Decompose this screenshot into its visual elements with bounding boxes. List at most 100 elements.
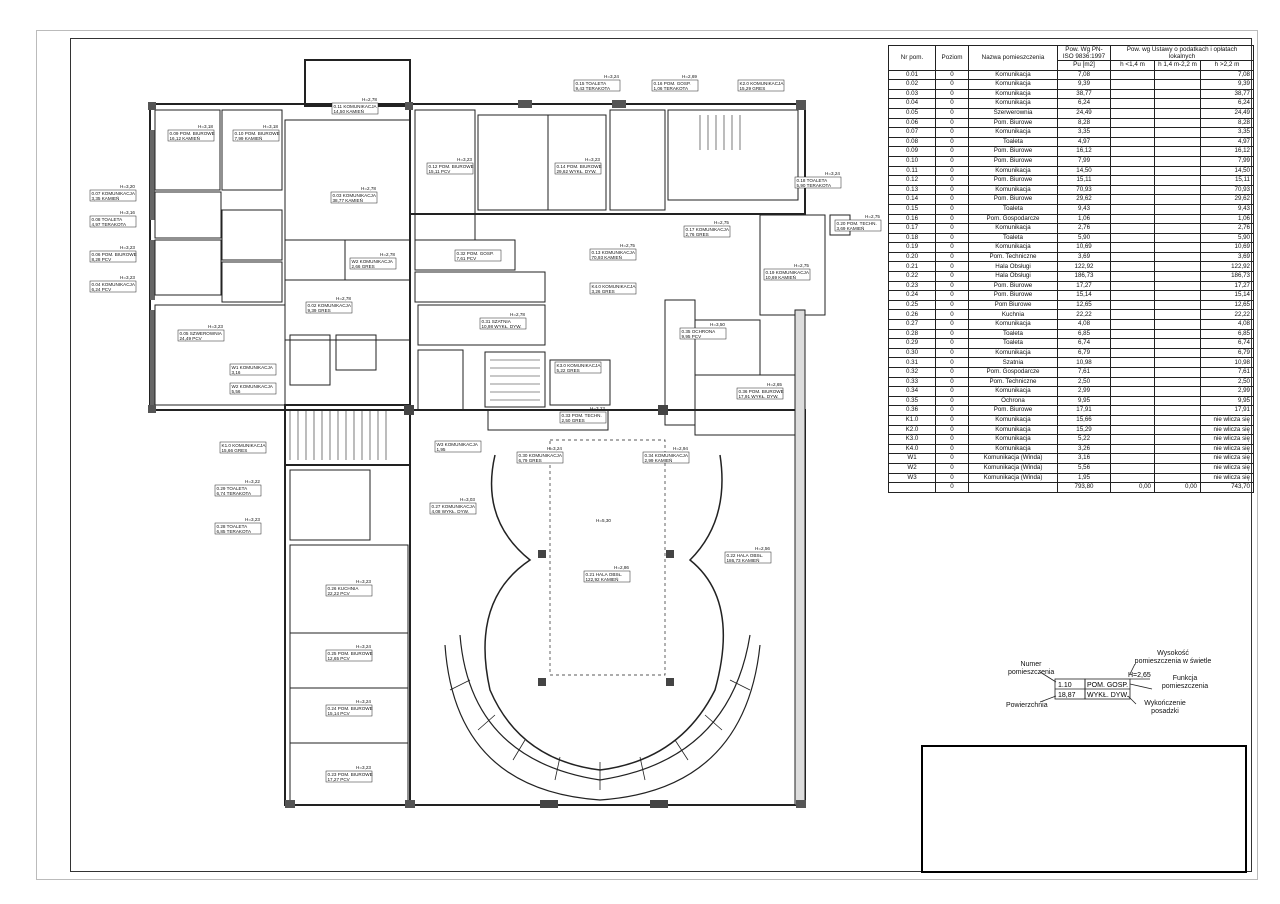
table-cell: K2.0: [888, 424, 936, 436]
table-cell: 0: [935, 414, 969, 426]
table-cell: [1110, 309, 1155, 321]
table-cell: 0.21: [888, 261, 936, 273]
table-cell: [1154, 261, 1201, 273]
room-label-box: [331, 102, 379, 115]
room-label-height: H=3,24: [356, 699, 371, 704]
table-cell: Komunikacja (Winda): [968, 453, 1058, 464]
table-cell: Szatnia: [968, 357, 1058, 368]
room-label-height: H=2,75: [714, 220, 729, 225]
table-cell: 9,43: [1200, 203, 1254, 215]
table-cell: 0.18: [888, 232, 936, 244]
table-cell: 0: [935, 424, 969, 436]
table-cell: [1110, 271, 1155, 282]
table-cell: Komunikacja: [968, 165, 1058, 177]
room-label-height: H=3,23: [356, 765, 371, 770]
table-cell: 0: [935, 242, 969, 253]
table-cell: Toaleta: [968, 203, 1058, 215]
table-cell: [1110, 405, 1155, 416]
table-cell: Pom. Gospodarcze: [968, 213, 1058, 225]
room-label-height: H=2,78: [336, 296, 351, 301]
table-cell: 3,69: [1057, 251, 1111, 263]
room-label-height: H=3,23: [356, 579, 371, 584]
table-cell: [1154, 357, 1201, 368]
table-cell: K3.0: [888, 434, 936, 445]
table-cell: 15,14: [1057, 290, 1111, 301]
table-cell: 1,06: [1057, 213, 1111, 225]
table-cell: [1154, 223, 1201, 234]
room-label-box: [232, 129, 280, 142]
legend-sample-num: 1.10: [1058, 682, 1072, 689]
room-label-area: 5,22 GRES: [557, 368, 580, 373]
room-label-height: H=2,94: [673, 446, 688, 451]
table-cell: 0: [935, 232, 969, 244]
room-label-box: [89, 250, 137, 263]
room-label-name: 0.13 KOMUNIKACJA: [592, 250, 636, 255]
table-cell: Pom. Techniczne: [968, 251, 1058, 263]
room-label-height: H=3,24: [356, 644, 371, 649]
table-cell: 0: [935, 251, 969, 263]
table-cell: [1154, 251, 1201, 263]
room-label-box: [559, 411, 607, 424]
table-cell: 0.27: [888, 319, 936, 330]
legend-sample-height: H=2,65: [1128, 672, 1151, 679]
table-cell: 0: [935, 69, 969, 81]
room-label-height: H=3,23: [245, 517, 260, 522]
table-cell: [1110, 347, 1155, 359]
table-cell: 2,99: [1200, 386, 1254, 397]
room-label-box: [325, 770, 373, 783]
table-cell: Komunikacja: [968, 424, 1058, 436]
table-cell: Komunikacja: [968, 434, 1058, 445]
table-cell: 0: [935, 482, 969, 493]
table-cell: [1110, 175, 1155, 186]
table-cell: [1110, 434, 1155, 445]
sheet-outer-border: [36, 30, 1258, 880]
table-cell: [1154, 98, 1201, 109]
room-label-name: 0.21 HALA OBSŁ.: [586, 572, 623, 577]
room-label-area: 186,73 KAMIEŃ: [727, 557, 760, 563]
table-cell: 0: [935, 127, 969, 138]
room-label-box: [325, 704, 373, 717]
table-cell: 16,12: [1200, 146, 1254, 157]
room-label-area: 2,76 GRES: [686, 232, 709, 237]
room-label-box: [589, 282, 637, 295]
table-cell: 0: [935, 338, 969, 349]
room-label-height: H=2,69: [682, 74, 697, 79]
table-cell: [1154, 203, 1201, 215]
room-label-name: W2 KOMUNIKACJA: [352, 259, 394, 264]
room-label-box: [642, 451, 690, 464]
table-cell: 0.12: [888, 175, 936, 186]
table-cell: nie wlicza się: [1200, 414, 1254, 426]
room-label-area: 3,69 KAMIEŃ: [837, 225, 865, 231]
table-cell: Komunikacja: [968, 319, 1058, 330]
table-cell: [1154, 462, 1201, 474]
room-label-name: 0.33 POM. TECHN.: [562, 413, 602, 418]
table-cell: 7,08: [1057, 69, 1111, 81]
title-block: [921, 745, 1247, 873]
table-cell: Pom. Biurowe: [968, 405, 1058, 416]
table-cell: 10,69: [1057, 242, 1111, 253]
room-label-box: [573, 79, 621, 92]
table-cell: Komunikacja: [968, 242, 1058, 253]
table-cell: 0.36: [888, 405, 936, 416]
table-cell: [888, 482, 936, 493]
table-cell: 3,35: [1200, 127, 1254, 138]
table-cell: 15,11: [1057, 175, 1111, 186]
table-cell: nie wlicza się: [1200, 424, 1254, 436]
table-cell: 9,39: [1057, 79, 1111, 90]
room-label-area: 5,90 TERAKOTA: [797, 183, 832, 188]
room-label-name: 0.06 POM. BIUROWE: [92, 252, 137, 257]
table-cell: 186,73: [1200, 271, 1254, 282]
